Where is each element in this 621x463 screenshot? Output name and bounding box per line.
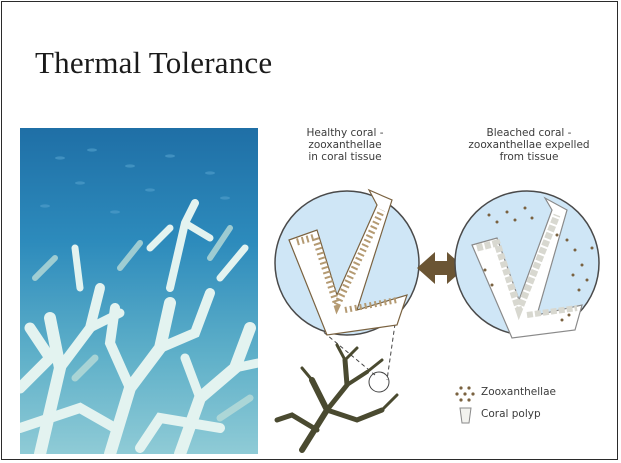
zooxanthellae-dots-icon — [455, 386, 474, 401]
coral-polyp-icon — [460, 408, 471, 423]
legend-zooxanthellae: Zooxanthellae — [481, 386, 556, 398]
coral-colony-icon — [277, 345, 397, 450]
bleached-coral-caption: Bleached coral - zooxanthellae expelled … — [449, 127, 609, 163]
slide-title: Thermal Tolerance — [35, 45, 272, 81]
bleached-coral-photo — [20, 128, 258, 454]
coral-photo-image — [20, 128, 258, 454]
bleached-coral-circle — [455, 191, 599, 338]
legend-coral-polyp: Coral polyp — [481, 408, 541, 420]
healthy-coral-caption: Healthy coral - zooxanthellae in coral t… — [280, 127, 410, 163]
magnifier-circle — [369, 372, 389, 392]
coral-bleaching-diagram: Healthy coral - zooxanthellae in coral t… — [257, 120, 618, 458]
diagram-graphic — [257, 120, 618, 458]
healthy-coral-circle — [275, 190, 419, 335]
